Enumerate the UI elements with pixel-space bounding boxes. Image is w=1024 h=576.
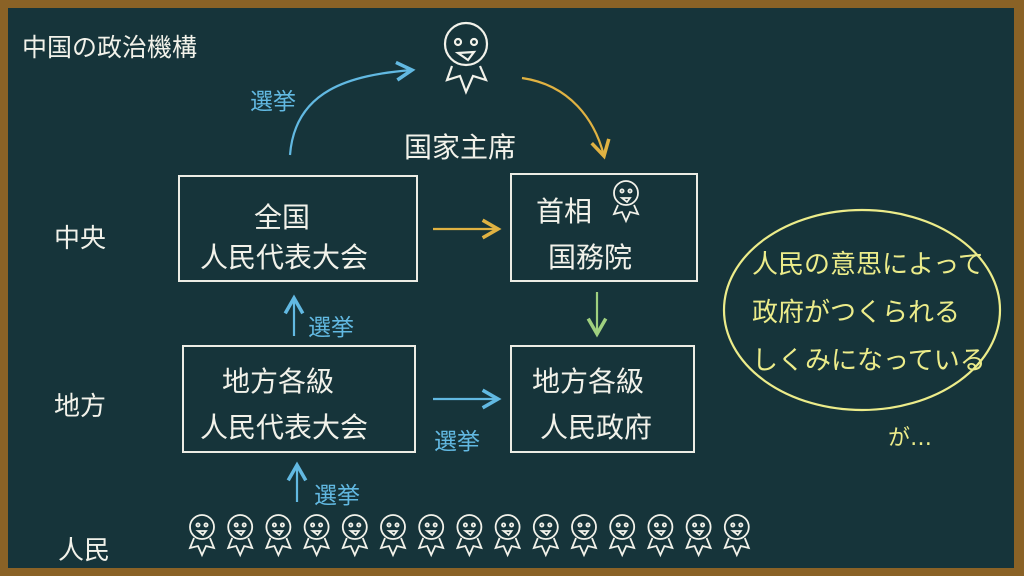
person-icon bbox=[341, 514, 369, 558]
local-congress-line2: 人民代表大会 bbox=[200, 411, 369, 444]
bubble-line2: 政府がつくられる bbox=[752, 298, 961, 328]
level-label-local: 地方 bbox=[54, 392, 107, 422]
election-label-to-local-gov: 選挙 bbox=[434, 429, 480, 455]
person-icon bbox=[264, 514, 292, 558]
arrow-npc-to-president bbox=[288, 60, 416, 156]
person-icon bbox=[303, 514, 331, 558]
person-icon bbox=[608, 514, 636, 558]
state-council-box bbox=[510, 173, 698, 282]
bubble-line3: しくみになっている bbox=[752, 346, 986, 376]
person-icon bbox=[570, 514, 598, 558]
bubble-line1: 人民の意思によって bbox=[752, 250, 984, 280]
state-council-line1: 首相 bbox=[536, 195, 593, 228]
election-label-to-npc: 選挙 bbox=[308, 315, 354, 341]
president-figure-icon bbox=[443, 21, 489, 95]
npc-box bbox=[178, 175, 418, 282]
page-title: 中国の政治機構 bbox=[22, 33, 198, 62]
person-icon bbox=[417, 514, 445, 558]
people-row bbox=[188, 514, 751, 558]
person-icon bbox=[226, 514, 254, 558]
election-label-from-people: 選挙 bbox=[314, 483, 360, 509]
person-icon bbox=[685, 514, 713, 558]
level-label-central: 中央 bbox=[54, 224, 107, 254]
person-icon bbox=[723, 514, 751, 558]
person-icon bbox=[532, 514, 560, 558]
person-icon bbox=[494, 514, 522, 558]
person-icon bbox=[646, 514, 674, 558]
speech-bubble-outline bbox=[722, 208, 1002, 412]
head-of-state-label: 国家主席 bbox=[404, 131, 517, 164]
local-congress-box bbox=[182, 345, 416, 453]
person-icon bbox=[379, 514, 407, 558]
local-congress-line1: 地方各級 bbox=[222, 365, 335, 398]
npc-line1: 全国 bbox=[254, 201, 311, 234]
election-label-to-president: 選挙 bbox=[250, 89, 296, 115]
person-icon bbox=[188, 514, 216, 558]
state-council-line2: 国務院 bbox=[548, 241, 633, 274]
arrow-president-to-state-council bbox=[521, 76, 611, 160]
bubble-aside: が… bbox=[888, 426, 933, 451]
local-government-box bbox=[510, 345, 695, 453]
local-government-line1: 地方各級 bbox=[532, 365, 645, 398]
local-government-line2: 人民政府 bbox=[540, 411, 653, 444]
person-icon bbox=[455, 514, 483, 558]
npc-line2: 人民代表大会 bbox=[200, 241, 369, 274]
chalkboard: 中国の政治機構 中央 地方 人民 国家主席 全国 人民代表大会 首相 国務院 地… bbox=[8, 8, 1014, 568]
premier-figure-icon bbox=[612, 180, 640, 224]
level-label-people: 人民 bbox=[58, 536, 111, 566]
